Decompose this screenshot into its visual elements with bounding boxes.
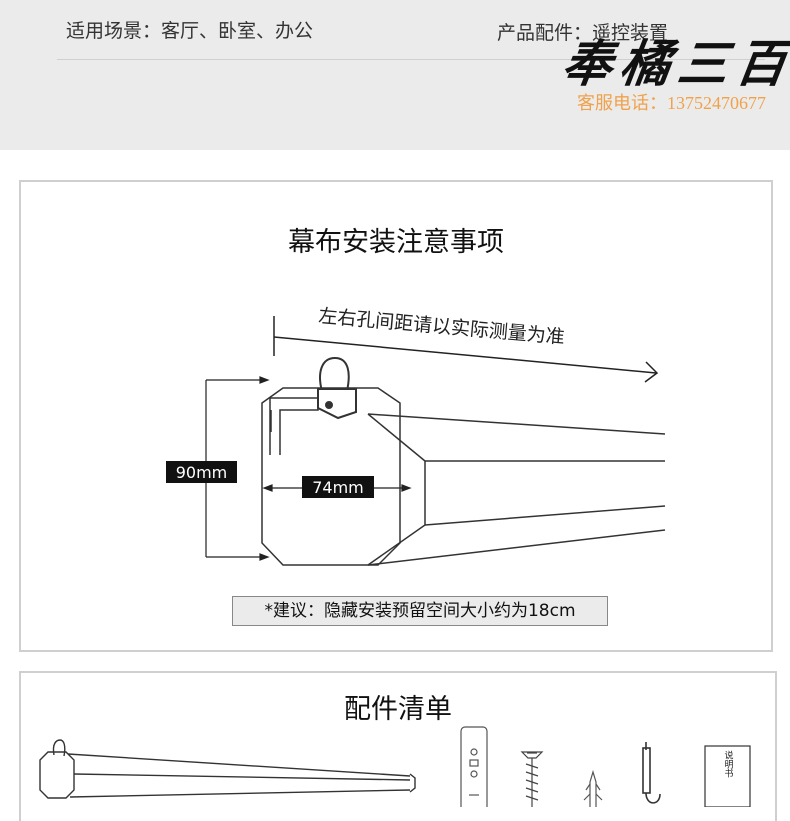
manual-label: 说明书 xyxy=(723,749,734,778)
hanging-hook-icon xyxy=(317,356,357,420)
header-band: 适用场景：客厅、卧室、办公 产品配件：遥控装置 xyxy=(0,0,790,150)
parts-list-title: 配件清单 xyxy=(344,694,452,725)
screw-icon xyxy=(520,751,544,807)
ceiling-hook-icon xyxy=(642,742,661,804)
header-divider xyxy=(57,59,765,60)
install-notes-title: 幕布安装注意事项 xyxy=(288,227,504,258)
manual-icon xyxy=(704,745,751,807)
height-label: 90mm xyxy=(176,463,228,482)
width-label: 74mm xyxy=(312,478,364,497)
service-phone: 客服电话：13752470677 xyxy=(577,93,766,113)
product-accessories: 产品配件：遥控装置 xyxy=(497,22,669,44)
width-label-bg xyxy=(302,476,374,498)
height-label-bg xyxy=(166,461,237,483)
remote-icon xyxy=(460,726,488,807)
spacing-arrow-icon xyxy=(273,316,659,383)
usage-scenes: 适用场景：客厅、卧室、办公 xyxy=(66,20,314,42)
screen-tube-icon xyxy=(39,739,416,799)
wall-anchor-icon xyxy=(583,769,603,807)
install-suggestion: *建议：隐藏安装预留空间大小约为18cm xyxy=(232,596,608,626)
